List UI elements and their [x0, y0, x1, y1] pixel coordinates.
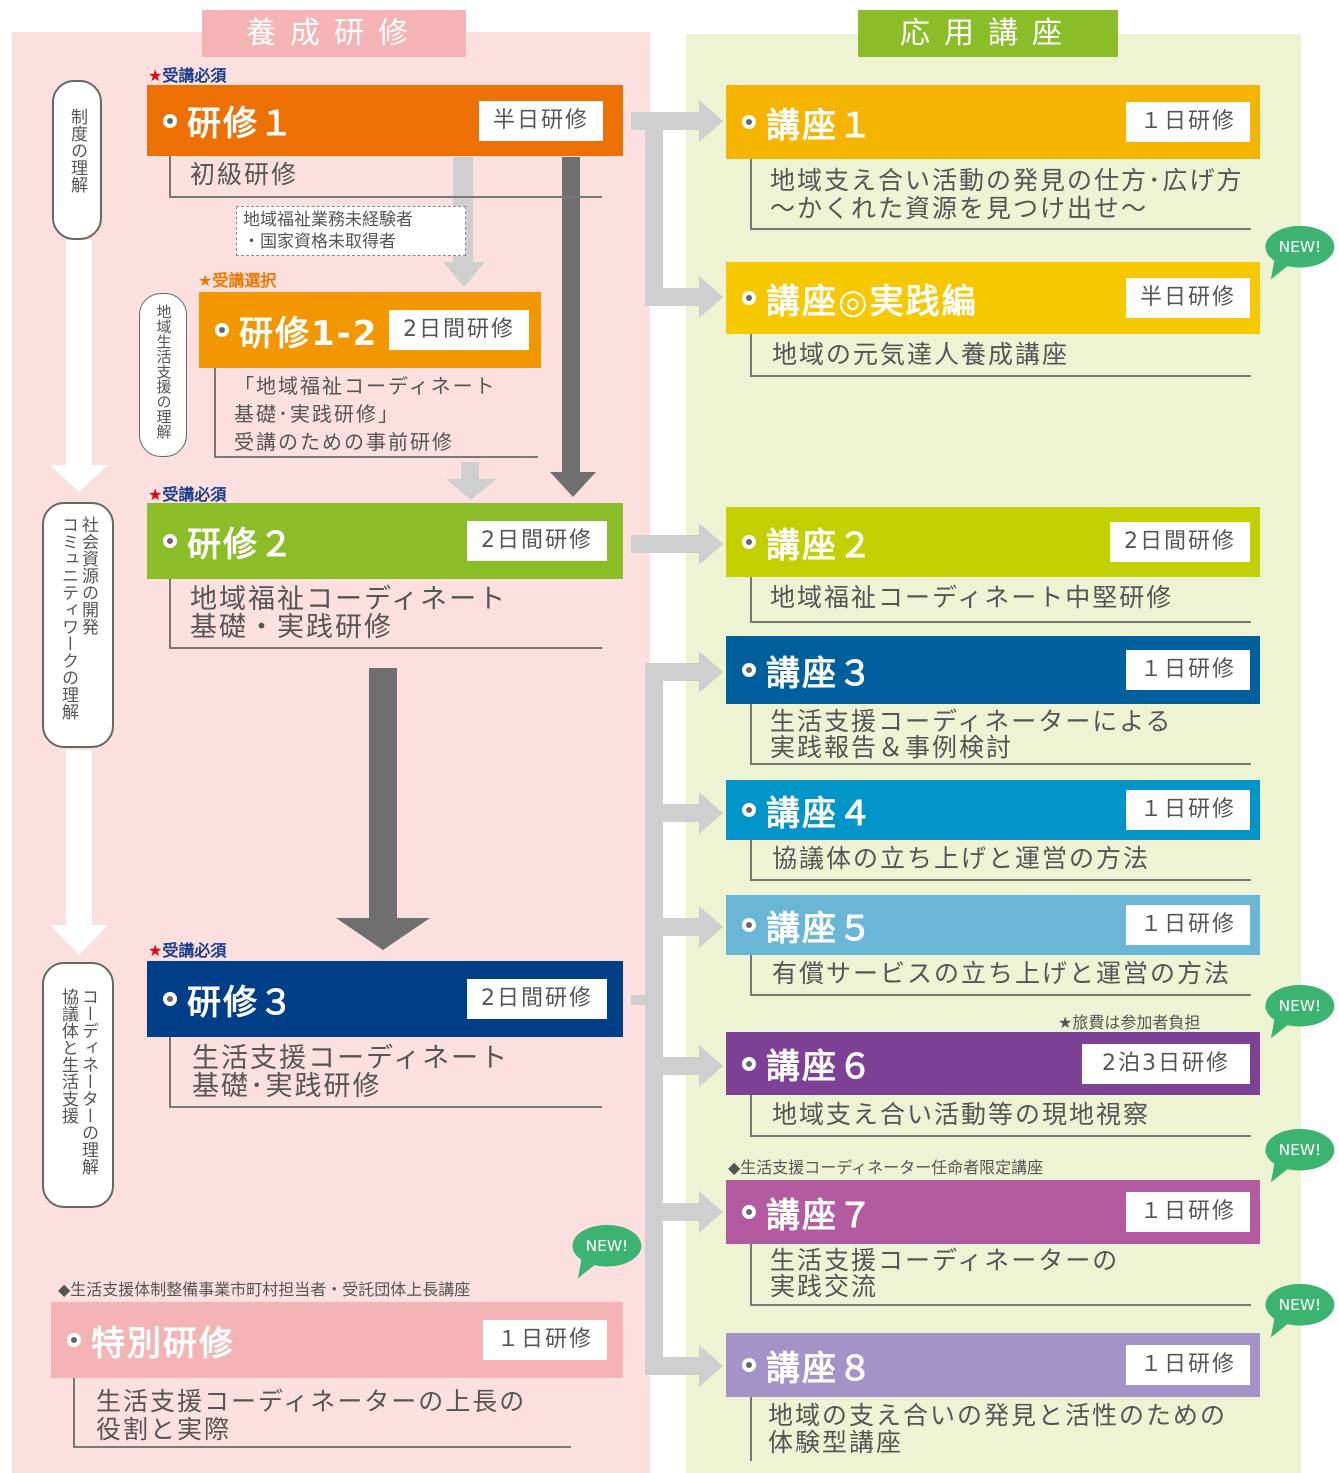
course-8-duration: １日研修 — [1125, 1345, 1250, 1385]
special-training-note: ◆生活支援体制整備事業市町村担当者・受託団体上長講座 — [58, 1280, 471, 1299]
training-3-bar[interactable]: 研修３ 2日間研修 — [147, 961, 623, 1037]
course-4-desc: 協議体の立ち上げと運営の方法 — [772, 844, 1151, 873]
training-1-2-desc: 「地域福祉コーディネート基礎･実践研修」受講のための事前研修 — [234, 374, 497, 454]
side-label-community: コミュニティワークの理解社会資源の開発 — [42, 502, 114, 748]
new-badge-c0: NEW! — [1265, 225, 1335, 280]
training-1-title: 研修１ — [187, 104, 295, 144]
optional-marker-t12: ★受講選択 — [198, 271, 277, 290]
training-2-desc: 地域福祉コーディネート基礎・実践研修 — [190, 584, 508, 643]
course-3-duration: １日研修 — [1125, 650, 1250, 690]
special-training-title: 特別研修 — [91, 1323, 235, 1364]
training-panel — [12, 32, 650, 1473]
training-1-2-condition: 地域福祉業務未経験者・国家資格未取得者 — [236, 206, 466, 256]
side-label-seido: 制度の理解 — [52, 80, 102, 240]
course-practice-bar[interactable]: 講座◎実践編 半日研修 — [726, 262, 1260, 334]
side-label-kyogi: 協議体と生活支援コーディネーターの理解 — [42, 962, 114, 1208]
bullet-icon — [742, 291, 756, 305]
course-6-desc: 地域支え合い活動等の現地視察 — [772, 1100, 1151, 1129]
course-header: 応用講座 — [858, 10, 1118, 57]
course-1-title: 講座１ — [766, 105, 874, 146]
course-6-duration: 2泊3日研修 — [1082, 1043, 1250, 1084]
svg-text:NEW!: NEW! — [1279, 1141, 1322, 1159]
special-training-bar[interactable]: 特別研修 １日研修 — [51, 1302, 623, 1378]
bullet-icon — [742, 115, 756, 129]
course-1-bar[interactable]: 講座１ １日研修 — [726, 85, 1260, 159]
required-marker-t2: ★受講必須 — [148, 485, 227, 504]
bullet-icon — [163, 113, 177, 128]
bullet-icon — [742, 803, 756, 817]
course-5-duration: １日研修 — [1125, 905, 1250, 945]
required-marker-t3: ★受講必須 — [148, 941, 227, 960]
svg-text:NEW!: NEW! — [1279, 238, 1322, 256]
course-5-bar[interactable]: 講座５ １日研修 — [726, 895, 1260, 955]
training-2-bar[interactable]: 研修２ 2日間研修 — [147, 503, 623, 579]
new-badge-c6: NEW! — [1265, 984, 1335, 1039]
course-8-desc: 地域の支え合いの発見と活性のための体験型講座 — [768, 1401, 1228, 1457]
training-1-bar[interactable]: 研修１ 半日研修 — [147, 85, 623, 156]
training-1-2-duration: 2日間研修 — [389, 310, 529, 350]
svg-text:NEW!: NEW! — [586, 1237, 629, 1255]
bullet-icon — [742, 918, 756, 932]
course-1-duration: １日研修 — [1125, 102, 1250, 142]
course-2-desc: 地域福祉コーディネート中堅研修 — [770, 583, 1174, 612]
bullet-icon — [742, 1056, 756, 1071]
special-training-desc: 生活支援コーディネーターの上長の役割と実際 — [96, 1387, 527, 1444]
bullet-icon — [163, 992, 177, 1006]
required-marker-t1: ★受講必須 — [148, 66, 227, 85]
course-3-bar[interactable]: 講座３ １日研修 — [726, 636, 1260, 704]
svg-text:NEW!: NEW! — [1279, 997, 1322, 1015]
course-5-title: 講座５ — [766, 908, 874, 949]
course-4-title: 講座４ — [766, 793, 874, 834]
training-1-duration: 半日研修 — [478, 100, 603, 141]
bullet-icon — [742, 663, 756, 677]
course-2-title: 講座２ — [766, 525, 874, 566]
course-practice-desc: 地域の元気達人養成講座 — [772, 340, 1070, 369]
course-2-duration: 2日間研修 — [1110, 522, 1250, 562]
course-7-duration: １日研修 — [1125, 1192, 1250, 1232]
course-4-duration: １日研修 — [1125, 790, 1250, 830]
course-2-bar[interactable]: 講座２ 2日間研修 — [726, 507, 1260, 577]
bullet-icon — [215, 323, 229, 337]
training-1-desc: 初級研修 — [190, 160, 299, 189]
course-4-bar[interactable]: 講座４ １日研修 — [726, 780, 1260, 840]
bullet-icon — [742, 1205, 756, 1219]
side-label-chiiki: 地域生活支援の理解 — [139, 293, 187, 457]
course-3-desc: 生活支援コーディネーターによる実践報告＆事例検討 — [770, 707, 1173, 762]
course-8-title: 講座８ — [766, 1348, 874, 1389]
training-1-2-bar[interactable]: 研修1-2 2日間研修 — [199, 292, 541, 368]
training-2-title: 研修２ — [187, 524, 295, 565]
new-badge-c8: NEW! — [1265, 1283, 1335, 1338]
training-header: 養成研修 — [202, 10, 466, 57]
course-7-bar[interactable]: 講座７ １日研修 — [726, 1180, 1260, 1244]
course-8-bar[interactable]: 講座８ １日研修 — [726, 1333, 1260, 1397]
bullet-icon — [742, 1358, 756, 1372]
course-7-desc: 生活支援コーディネーターの実践交流 — [770, 1246, 1120, 1301]
course-6-note: ★旅費は参加者負担 — [1058, 1013, 1201, 1032]
course-7-note: ◆生活支援コーディネーター任命者限定講座 — [728, 1158, 1044, 1177]
course-3-title: 講座３ — [766, 653, 874, 694]
training-3-desc: 生活支援コーディネート基礎･実践研修 — [192, 1043, 510, 1102]
svg-text:NEW!: NEW! — [1279, 1296, 1322, 1314]
bullet-icon — [742, 535, 756, 549]
new-badge-special: NEW! — [572, 1224, 642, 1279]
course-1-desc: 地域支え合い活動の発見の仕方･広げ方〜かくれた資源を見つけ出せ〜 — [770, 166, 1244, 223]
bullet-icon — [67, 1333, 81, 1347]
course-6-title: 講座６ — [766, 1047, 874, 1087]
special-training-duration: １日研修 — [482, 1320, 607, 1360]
course-practice-duration: 半日研修 — [1125, 278, 1250, 318]
course-5-desc: 有償サービスの立ち上げと運営の方法 — [772, 959, 1232, 988]
new-badge-c7: NEW! — [1265, 1128, 1335, 1183]
training-3-title: 研修３ — [187, 982, 295, 1023]
course-practice-title: 講座◎実践編 — [766, 281, 978, 322]
course-6-bar[interactable]: 講座６ 2泊3日研修 — [726, 1032, 1260, 1095]
course-7-title: 講座７ — [766, 1195, 874, 1236]
bullet-icon — [163, 534, 177, 548]
training-3-duration: 2日間研修 — [467, 979, 607, 1019]
training-2-duration: 2日間研修 — [467, 521, 607, 561]
training-1-2-title: 研修1-2 — [239, 313, 379, 354]
